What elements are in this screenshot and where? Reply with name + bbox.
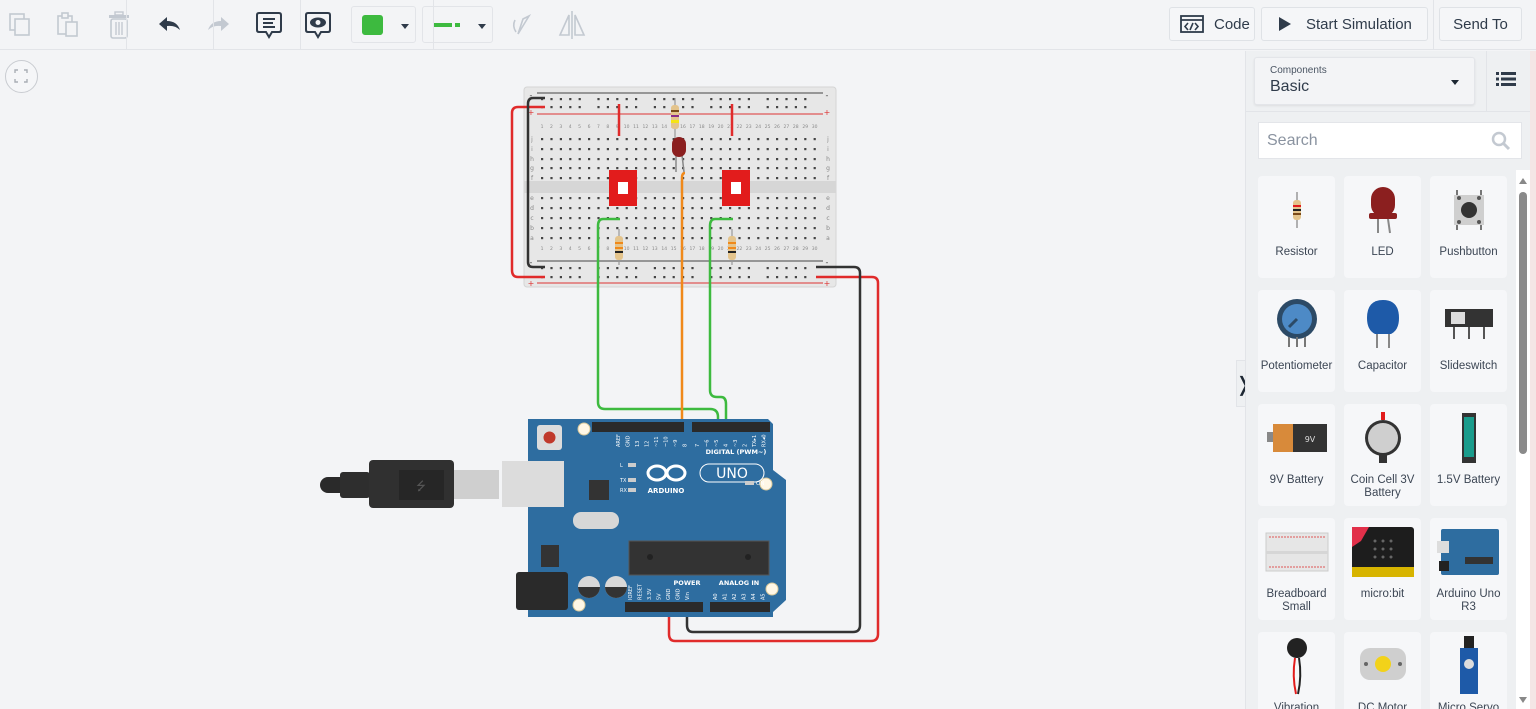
eye-note-icon	[305, 12, 331, 39]
notes-button[interactable]	[253, 9, 285, 41]
component-label: LED	[1371, 246, 1394, 258]
component-label: Breadboard Small	[1266, 588, 1327, 613]
component-label: DC Motor	[1357, 702, 1408, 709]
scroll-up-arrow[interactable]	[1519, 178, 1527, 184]
copy-button[interactable]	[4, 9, 36, 41]
wire-style-icon	[433, 23, 460, 27]
component-label: Resistor	[1275, 246, 1318, 258]
redo-icon	[208, 17, 229, 31]
component-capacitor[interactable]: Capacitor	[1344, 290, 1421, 392]
dc-motor-icon	[1344, 636, 1421, 696]
component-label: Vibration Motor	[1273, 702, 1320, 709]
flip-icon	[558, 11, 586, 39]
coin-cell-icon	[1344, 408, 1421, 468]
toolbar: Code Start Simulation Send To	[0, 0, 1536, 50]
circuit-canvas[interactable]	[0, 51, 1245, 709]
component-pushbutton[interactable]: Pushbutton	[1430, 176, 1507, 278]
flip-button[interactable]	[556, 9, 588, 41]
components-label: Components	[1270, 65, 1327, 76]
components-scrollbar[interactable]	[1516, 170, 1530, 709]
fit-view-button[interactable]	[5, 60, 38, 93]
component-resistor[interactable]: Resistor	[1258, 176, 1335, 278]
component-label: 1.5V Battery	[1436, 474, 1501, 486]
chevron-down-icon	[1451, 80, 1459, 85]
component-label: Pushbutton	[1439, 246, 1498, 258]
trash-icon	[109, 11, 129, 39]
battery-9v-icon: 9V	[1258, 408, 1335, 468]
resistor-icon	[1258, 180, 1335, 240]
component-label: Arduino Uno R3	[1436, 588, 1501, 613]
code-button[interactable]: Code	[1169, 7, 1255, 41]
rotate-icon	[512, 14, 532, 35]
start-simulation-label: Start Simulation	[1306, 15, 1412, 33]
components-panel: Components Basic Resistor LED PushbuttonPo…	[1245, 51, 1536, 709]
component-label: micro:bit	[1360, 588, 1405, 600]
components-dropdown[interactable]: Components Basic	[1254, 57, 1475, 105]
delete-button[interactable]	[103, 9, 135, 41]
micro-servo-icon	[1430, 636, 1507, 696]
undo-icon	[159, 17, 180, 31]
component-label: Slideswitch	[1439, 360, 1498, 372]
search-icon[interactable]	[1491, 131, 1511, 151]
svg-text:9V: 9V	[1304, 435, 1315, 444]
component-label: Potentiometer	[1260, 360, 1333, 372]
code-icon	[1180, 15, 1204, 33]
wire-color-swatch	[362, 15, 383, 35]
wire-color-dropdown[interactable]	[351, 6, 416, 43]
paste-button[interactable]	[52, 9, 84, 41]
microbit-icon	[1344, 522, 1421, 582]
component-potentiometer[interactable]: Potentiometer	[1258, 290, 1335, 392]
play-icon	[1279, 17, 1291, 31]
pushbutton-icon	[1430, 180, 1507, 240]
copy-icon	[9, 13, 30, 36]
search-input[interactable]	[1259, 123, 1479, 158]
vibration-motor-icon	[1258, 636, 1335, 696]
arduino-uno-icon	[1430, 522, 1507, 582]
battery-1-5v-icon	[1430, 408, 1507, 468]
rotate-button[interactable]	[505, 9, 537, 41]
components-value: Basic	[1270, 78, 1310, 95]
breadboard-icon	[1258, 522, 1335, 582]
list-view-icon	[1496, 72, 1516, 86]
start-simulation-button[interactable]: Start Simulation	[1261, 7, 1428, 41]
component-micro-servo[interactable]: Micro Servo	[1430, 632, 1507, 709]
component-battery-9v[interactable]: 9V 9V Battery	[1258, 404, 1335, 506]
fit-to-view-icon	[14, 69, 28, 83]
scroll-thumb[interactable]	[1519, 192, 1527, 454]
capacitor-icon	[1344, 294, 1421, 354]
component-slideswitch[interactable]: Slideswitch	[1430, 290, 1507, 392]
undo-button[interactable]	[154, 9, 186, 41]
list-view-button[interactable]	[1496, 71, 1516, 91]
component-vibration-motor[interactable]: Vibration Motor	[1258, 632, 1335, 709]
chevron-down-icon	[401, 24, 409, 29]
component-breadboard[interactable]: Breadboard Small	[1258, 518, 1335, 620]
component-dc-motor[interactable]: DC Motor	[1344, 632, 1421, 709]
send-to-label: Send To	[1453, 15, 1508, 33]
slideswitch-icon	[1430, 294, 1507, 354]
led-icon	[1344, 180, 1421, 240]
component-label: Micro Servo	[1437, 702, 1500, 709]
component-label: Capacitor	[1357, 360, 1408, 372]
component-led[interactable]: LED	[1344, 176, 1421, 278]
view-notes-button[interactable]	[302, 9, 334, 41]
component-label: 9V Battery	[1269, 474, 1324, 486]
paste-icon	[57, 12, 78, 37]
send-to-button[interactable]: Send To	[1439, 7, 1522, 41]
code-label: Code	[1214, 15, 1250, 33]
component-coin-cell[interactable]: Coin Cell 3V Battery	[1344, 404, 1421, 506]
potentiometer-icon	[1258, 294, 1335, 354]
redo-button[interactable]	[202, 9, 234, 41]
component-arduino-uno[interactable]: Arduino Uno R3	[1430, 518, 1507, 620]
component-label: Coin Cell 3V Battery	[1350, 474, 1415, 499]
search-box	[1258, 122, 1522, 159]
chevron-down-icon	[478, 24, 486, 29]
component-microbit[interactable]: micro:bit	[1344, 518, 1421, 620]
scroll-down-arrow[interactable]	[1519, 697, 1527, 703]
note-icon	[256, 12, 282, 39]
component-battery-1-5v[interactable]: 1.5V Battery	[1430, 404, 1507, 506]
